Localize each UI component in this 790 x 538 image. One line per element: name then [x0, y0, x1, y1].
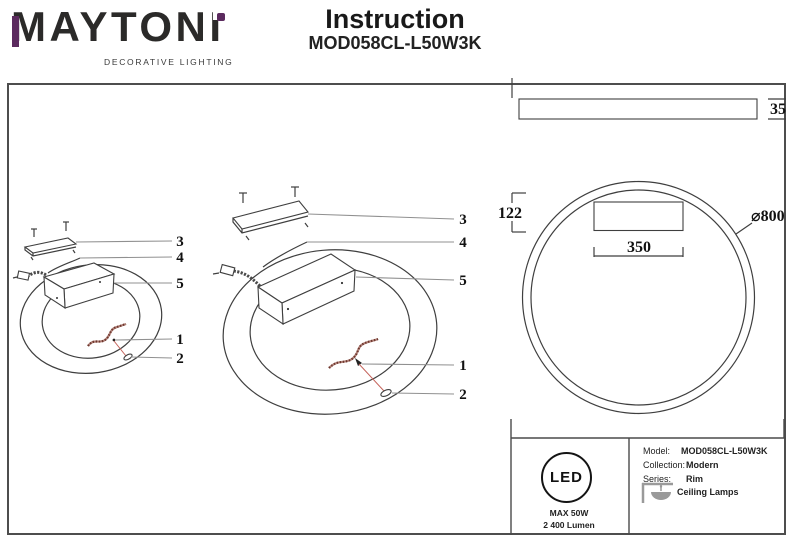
callout-4: 4 [176, 250, 184, 266]
side-profile-view: 35 [511, 78, 786, 120]
callout-5: 5 [176, 276, 184, 292]
callout-1: 1 [459, 358, 467, 374]
driver-box [256, 253, 357, 326]
dim-profile-height: 35 [770, 101, 786, 118]
dim-800: ⌀800 [735, 208, 785, 235]
mounting-bracket [23, 221, 78, 261]
callout-3: 3 [176, 234, 184, 250]
dim-122: 122 [498, 192, 526, 233]
dim-350: 350 [593, 239, 684, 257]
dim-ring-diameter: ⌀800 [751, 208, 785, 225]
spec-label-collection: Collection: [643, 460, 686, 470]
dim-canopy-offset: 122 [498, 205, 522, 222]
canopy-plate [593, 201, 684, 232]
luminous-flux: 2 400 Lumen [543, 520, 595, 530]
callout-4: 4 [459, 235, 467, 251]
driver-box [42, 262, 116, 310]
page-title: Instruction [325, 4, 465, 34]
spec-value-category: Ceiling Lamps [677, 487, 739, 497]
top-view: 122 350 ⌀800 [498, 180, 785, 415]
spec-value-series: Rim [686, 474, 704, 484]
max-power: MAX 50W [549, 508, 589, 518]
spec-label-model: Model: [643, 446, 671, 456]
left-exploded-view: 3 4 5 1 2 [12, 221, 184, 374]
model-number: MOD058CL-L50W3K [308, 33, 482, 53]
callout-2: 2 [459, 387, 467, 403]
dim-canopy-width: 350 [627, 239, 651, 256]
callout-3: 3 [459, 212, 467, 228]
led-badge-label: LED [550, 469, 583, 486]
spec-table-borders [510, 419, 786, 535]
callout-5: 5 [459, 273, 467, 289]
brand-logo: MAYTONI [11, 3, 225, 50]
mounting-bracket [232, 186, 309, 241]
red-wire [87, 322, 133, 361]
brand-m-accent [12, 16, 19, 47]
spec-value-collection: Modern [686, 460, 719, 470]
supply-cable [212, 241, 308, 288]
red-wire [328, 337, 392, 397]
ceiling-lamp-icon [641, 482, 673, 503]
led-badge: LED [541, 452, 592, 503]
middle-exploded-view: 3 4 5 1 2 [212, 186, 467, 415]
spec-label-series: Series: [643, 474, 672, 484]
drawing-frame [7, 83, 786, 535]
spec-value-model: MOD058CL-L50W3K [681, 446, 768, 456]
supply-cable [12, 257, 81, 281]
brand-i-dot [217, 13, 225, 21]
callout-1: 1 [176, 332, 184, 348]
callout-2: 2 [176, 351, 184, 367]
brand-tagline: DECORATIVE LIGHTING [104, 57, 234, 67]
